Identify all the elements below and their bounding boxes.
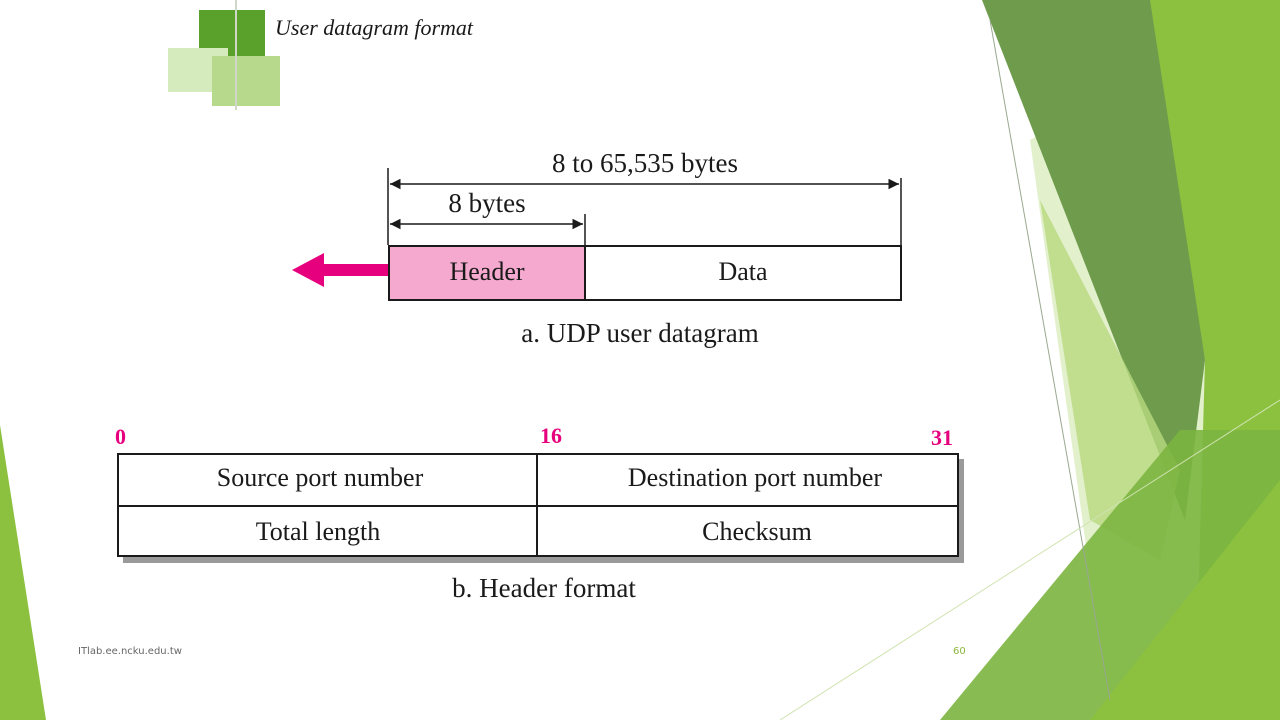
bit-label-16: 16 [540,423,562,448]
caption-b: b. Header format [452,573,636,603]
deco-square-mid [212,56,280,106]
deco-thin-line [989,19,1111,701]
deco-left-triangle [0,425,46,720]
page-number: 60 [953,646,966,657]
field-source-port: Source port number [217,463,424,492]
field-checksum: Checksum [702,517,812,546]
udp-datagram-figure: 8 to 65,535 bytes 8 bytes Header Data a.… [292,148,902,348]
total-size-label: 8 to 65,535 bytes [552,148,738,178]
caption-a: a. UDP user datagram [521,318,758,348]
deco-right-dark [982,0,1205,520]
deco-thin-line-2 [779,399,1280,720]
header-size-label: 8 bytes [448,188,525,218]
deco-right-light [1040,200,1180,560]
footer-url: ITlab.ee.ncku.edu.tw [78,646,182,657]
bit-label-31: 31 [931,425,953,450]
header-format-figure: 0 16 31 Source port number Destination p… [115,423,964,603]
bit-label-0: 0 [115,424,126,449]
left-arrow-icon [292,253,388,287]
slide-title: User datagram format [275,15,474,40]
field-total-length: Total length [256,517,381,546]
data-label: Data [718,257,768,286]
header-box [388,245,586,301]
data-box [584,245,902,301]
deco-bottom-bright [1090,480,1280,720]
header-label: Header [449,257,524,286]
field-destination-port: Destination port number [628,463,883,492]
